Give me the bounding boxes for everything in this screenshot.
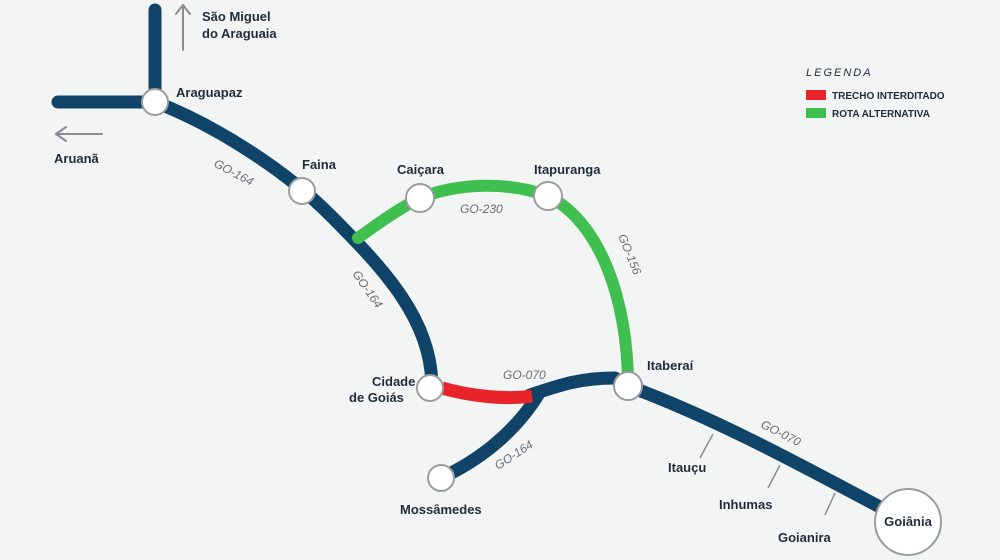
tick-inhumas: [767, 464, 781, 489]
tick-goianira: [824, 492, 836, 516]
label-goianira: Goianira: [778, 530, 832, 545]
label-inhumas: Inhumas: [719, 497, 772, 512]
road-label-go230: GO-230: [460, 202, 503, 216]
interdicted-segment: [440, 381, 533, 405]
node-itapuranga: [533, 181, 563, 211]
node-caicara: [405, 183, 435, 213]
label-sao-miguel-1: São Miguel: [202, 9, 271, 24]
label-goiania: Goiânia: [884, 514, 932, 529]
node-araguapaz: [141, 88, 169, 116]
label-mossamedes: Mossâmedes: [400, 502, 482, 517]
label-aruana: Aruanã: [54, 151, 100, 166]
label-faina: Faina: [302, 157, 337, 172]
road-go070-east: [621, 379, 915, 529]
label-itapuranga: Itapuranga: [534, 162, 601, 177]
node-cidade-goias: [416, 374, 444, 402]
label-caicara: Caiçara: [397, 162, 445, 177]
legend-label-alternative: ROTA ALTERNATIVA: [832, 109, 930, 120]
label-sao-miguel-2: do Araguaia: [202, 26, 277, 41]
road-label-go070-west: GO-070: [503, 368, 546, 382]
road-go164-north: [148, 95, 439, 395]
legend-swatch-interdicted: [806, 90, 826, 100]
label-itaberai: Itaberaí: [647, 358, 694, 373]
legend-title: LEGENDA: [806, 67, 873, 79]
node-goiania: [874, 488, 942, 556]
legend: LEGENDA TRECHO INTERDITADO ROTA ALTERNAT…: [806, 67, 945, 120]
road-label-go156: GO-156: [615, 232, 644, 277]
label-cidade-goias-1: Cidade: [372, 374, 415, 389]
label-araguapaz: Araguapaz: [176, 85, 243, 100]
label-itaucu: Itauçu: [668, 460, 706, 475]
legend-swatch-alternative: [806, 108, 826, 118]
arrow-west-icon: [55, 126, 103, 142]
tick-itaucu: [699, 433, 714, 459]
road-label-go164-upper: GO-164: [212, 156, 257, 189]
legend-label-interdicted: TRECHO INTERDITADO: [832, 91, 945, 102]
road-go070-center: [523, 371, 635, 402]
arrow-north-icon: [175, 4, 191, 51]
node-mossamedes: [427, 464, 455, 492]
road-go164-south: [434, 388, 545, 485]
node-faina: [288, 177, 316, 205]
label-cidade-goias-2: de Goiás: [349, 390, 404, 405]
node-itaberai: [613, 371, 643, 401]
alternative-route: [352, 179, 634, 392]
